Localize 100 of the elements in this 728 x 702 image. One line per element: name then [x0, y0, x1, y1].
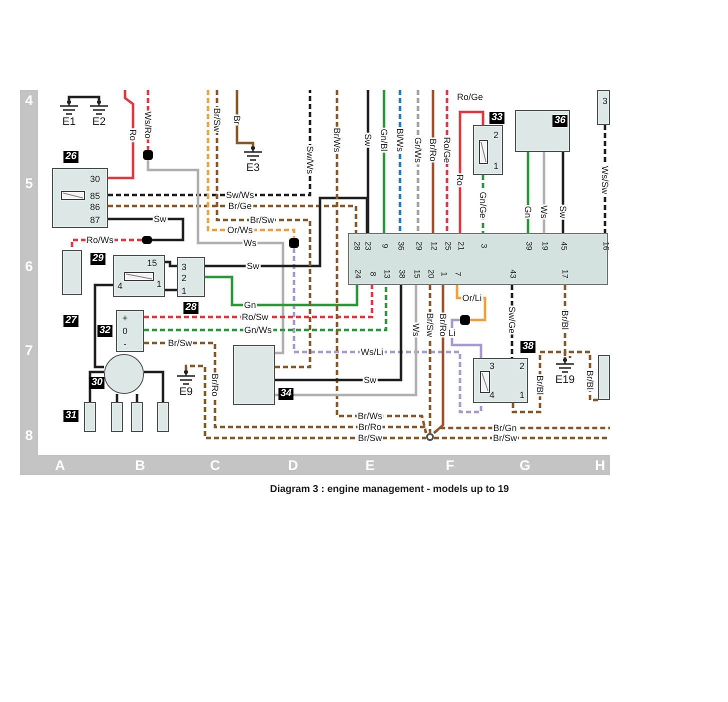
component-number: 31 — [63, 410, 79, 422]
ground-label: E3 — [246, 162, 260, 175]
wire-color-label: Gn/Bl — [379, 128, 389, 152]
wire — [542, 152, 546, 233]
wire-color-label: Or/Ws — [226, 225, 254, 235]
grid-reference: 4 — [25, 92, 33, 108]
pin-number: 38 — [398, 270, 406, 278]
pin-number: 24 — [354, 270, 362, 278]
wire-color-label: Br/Ro — [210, 372, 220, 398]
grid-reference: A — [54, 457, 66, 473]
grid-reference: 6 — [25, 258, 33, 274]
wire — [136, 394, 138, 402]
wire — [562, 152, 564, 233]
wire-color-label: Ws/Ro — [143, 110, 153, 140]
wire — [526, 152, 530, 233]
grid-reference: F — [446, 457, 454, 473]
wire — [106, 218, 184, 242]
wire — [336, 90, 428, 434]
grid-reference: G — [520, 457, 530, 473]
pin-number: 1 — [182, 286, 186, 296]
spark-plug — [157, 402, 169, 432]
wire — [88, 370, 104, 402]
component-number: 27 — [63, 315, 79, 327]
wire-color-label: Br/Sw — [249, 215, 275, 225]
component-number: 34 — [278, 388, 294, 400]
wire-color-label: Sw — [558, 204, 568, 220]
wire-color-label: Br/Gn — [492, 423, 518, 433]
wire — [146, 160, 284, 354]
wire — [434, 436, 610, 440]
wire-color-label: Sw — [363, 132, 373, 148]
wire — [116, 394, 118, 402]
wire — [366, 90, 370, 233]
component-number: 29 — [90, 253, 106, 265]
inline-plug — [289, 238, 299, 248]
wire-color-label: Ws — [242, 238, 258, 248]
ground-label: E2 — [92, 116, 106, 129]
caption: Diagram 3 : engine management - models up to 19 — [270, 483, 509, 497]
wire — [108, 90, 134, 180]
wire — [275, 285, 418, 396]
wire-color-label: Br/Ro — [428, 138, 438, 162]
pin-number: 3 — [480, 244, 488, 248]
pin-number: 13 — [382, 270, 392, 278]
pin-number: 29 — [414, 242, 424, 250]
wire — [142, 285, 388, 332]
wire-color-label: Br/Ws — [356, 411, 384, 421]
wire — [512, 350, 566, 414]
component-number: 33 — [489, 112, 505, 124]
pin-number: 1 — [520, 390, 524, 400]
wire — [292, 248, 482, 414]
pin-number: 3 — [490, 361, 494, 371]
pin-number: 86 — [90, 202, 100, 212]
pin-number: 1 — [440, 272, 448, 276]
pin-number: + — [122, 313, 128, 323]
wire-color-label: Gn/Ws — [243, 325, 273, 335]
wire — [94, 284, 113, 368]
wire-color-label: Ro — [455, 173, 465, 187]
wire-color-label: Ws — [411, 322, 421, 338]
wire — [165, 260, 177, 268]
wire — [106, 204, 358, 233]
wire — [184, 364, 426, 440]
component-number: 38 — [520, 341, 536, 353]
inline-plug — [460, 315, 470, 325]
wire-color-label: Br/Bl — [535, 374, 545, 396]
wire-color-label: Br/Sw — [492, 433, 518, 443]
component-number: 32 — [97, 325, 113, 337]
spark-plug — [111, 402, 123, 432]
wire-color-label: Br/Bl — [585, 369, 595, 391]
pin-number: 9 — [380, 244, 390, 248]
grid-reference: C — [210, 457, 220, 473]
wire — [204, 196, 368, 268]
wire-color-label: Ro — [128, 128, 138, 142]
grid-reference: 5 — [25, 175, 33, 191]
pin-number: - — [124, 339, 126, 349]
wire-color-label: Sw — [152, 214, 168, 224]
ground-label: E1 — [62, 116, 76, 129]
component-number: 36 — [552, 115, 568, 127]
pin-number: 30 — [90, 174, 100, 184]
component-number: 30 — [89, 377, 105, 389]
wire-color-label: Gr/Ws — [413, 136, 423, 164]
wire-color-label: Gn/Ge — [478, 190, 488, 220]
grid-reference: B — [134, 457, 146, 473]
wire-color-label: Ws — [539, 204, 549, 220]
ecu-connector-block — [348, 233, 608, 285]
pin-number: 1 — [494, 161, 498, 171]
pin-number: 20 — [426, 270, 436, 278]
pin-number: 2 — [520, 361, 524, 371]
pin-number: 21 — [456, 242, 466, 250]
wire-color-label: Br/Sw — [357, 433, 383, 443]
pin-number: 45 — [560, 242, 568, 250]
pin-number: 15 — [147, 258, 157, 268]
grid-reference: 8 — [25, 427, 33, 443]
component-number: 28 — [183, 302, 199, 314]
pin-number: 16 — [602, 242, 610, 250]
wire-color-label: Ws/Li — [360, 347, 384, 357]
wire-color-label: Gn — [243, 300, 257, 310]
wire-color-label: Ro/Ge — [456, 92, 484, 102]
spark-plug — [131, 402, 143, 432]
wire — [142, 285, 374, 318]
pin-number: 3 — [602, 96, 608, 106]
wire-color-label: Sw/Ws — [305, 145, 315, 175]
